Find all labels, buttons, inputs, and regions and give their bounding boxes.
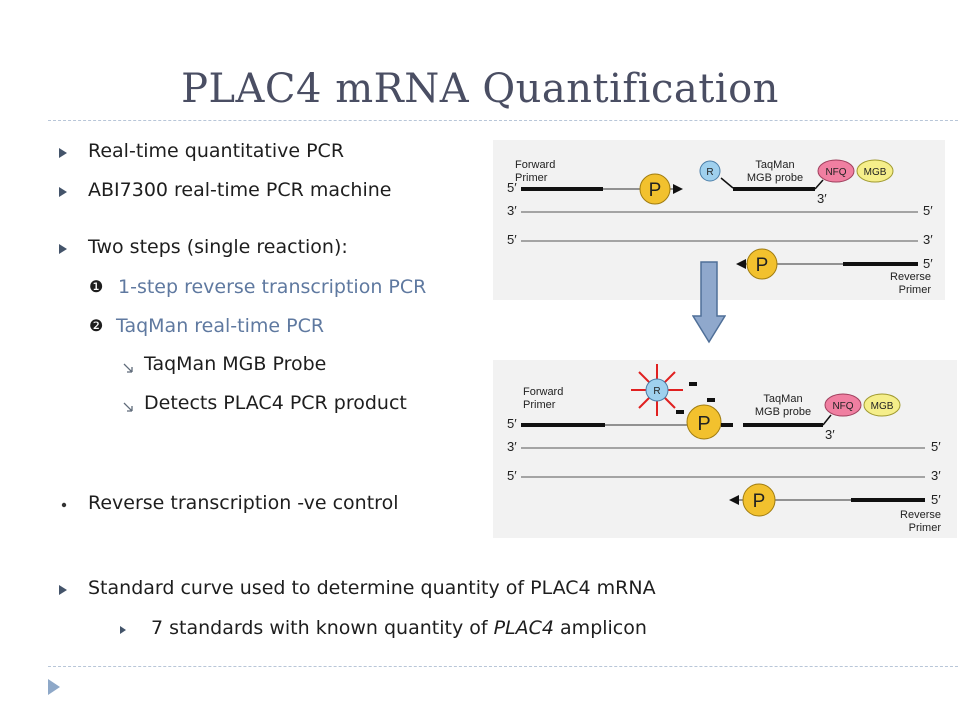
released-reporter-r-circle <box>645 378 669 402</box>
nfq-label: NFQ <box>832 401 853 412</box>
gene-name-italic: PLAC4 <box>493 617 554 639</box>
probe-label-line2: MGB probe <box>747 172 803 184</box>
reverse-primer-label-line2: Primer <box>909 522 942 534</box>
hollow-arrow-bullet-icon <box>123 363 133 373</box>
bullet-two-steps: Two steps (single reaction): <box>88 236 348 258</box>
mgb-label: MGB <box>864 167 887 178</box>
number-two-icon: ❷ <box>89 316 104 335</box>
probe-label-line1: TaqMan <box>763 393 802 405</box>
nfq-label: NFQ <box>825 167 846 178</box>
bullet-abi7300: ABI7300 real-time PCR machine <box>88 179 392 201</box>
polymerase-p-circle <box>639 173 671 205</box>
step-two-taqman: TaqMan real-time PCR <box>116 315 325 337</box>
number-one-icon: ❶ <box>89 277 104 296</box>
released-reporter-r-label: R <box>653 386 660 397</box>
nfq-quencher <box>824 393 862 417</box>
template-five-prime-left: 5′ <box>507 468 517 483</box>
sub-bullet-mgb-probe: TaqMan MGB Probe <box>144 353 327 375</box>
polymerase-p-label: P <box>697 413 710 435</box>
five-prime-label: 5′ <box>507 416 517 431</box>
sub-bullet-7-standards: 7 standards with known quantity of PLAC4… <box>151 617 647 639</box>
footer-divider <box>48 666 960 667</box>
extension-arrowhead <box>673 184 683 194</box>
step-one-rt-pcr: 1-step reverse transcription PCR <box>118 276 427 298</box>
probe-linker <box>720 177 734 189</box>
reporter-r-circle <box>699 160 721 182</box>
reverse-extension-arrowhead <box>729 495 739 505</box>
triangle-bullet-icon <box>59 187 67 197</box>
reverse-primer-label-line1: Reverse <box>890 271 931 283</box>
quencher-linker <box>814 179 824 190</box>
diagram-background <box>493 360 957 538</box>
corner-triangle-icon <box>48 679 60 695</box>
template-three-prime-left: 3′ <box>507 439 517 454</box>
nfq-quencher <box>817 159 855 183</box>
polymerase-p-label: P <box>649 180 662 201</box>
template-five-prime-right: 5′ <box>923 203 933 218</box>
triangle-bullet-icon <box>59 244 67 254</box>
template-three-prime-right: 3′ <box>923 232 933 247</box>
reverse-polymerase-p-label: P <box>756 255 769 276</box>
reverse-polymerase-p-label: P <box>753 491 766 512</box>
five-prime-label: 5′ <box>507 180 517 195</box>
dot-bullet-icon <box>61 502 67 508</box>
polymerase-p-circle <box>686 404 722 440</box>
reverse-five-prime-label: 5′ <box>923 256 933 271</box>
reverse-extension-arrowhead <box>736 259 746 269</box>
template-three-prime-left: 3′ <box>507 203 517 218</box>
mgb-minor-groove-binder <box>856 159 894 183</box>
template-three-prime-right: 3′ <box>931 468 941 483</box>
pcr-diagram-after-cleavage: Forward Primer TaqMan MGB probe R 5′ P N… <box>493 360 957 538</box>
mgb-label: MGB <box>871 401 894 412</box>
probe-label-line1: TaqMan <box>755 159 794 171</box>
bullet-rt-negative-control: Reverse transcription -ve control <box>88 492 399 514</box>
forward-primer-label-line2: Primer <box>515 172 548 184</box>
triangle-bullet-icon <box>59 585 67 595</box>
reverse-primer-label-line2: Primer <box>899 284 932 296</box>
quencher-linker <box>822 414 832 426</box>
standards-text-start: 7 standards with known quantity of <box>151 617 494 639</box>
bullet-standard-curve: Standard curve used to determine quantit… <box>88 577 656 599</box>
template-five-prime-right: 5′ <box>931 439 941 454</box>
small-triangle-bullet-icon <box>120 626 126 634</box>
mgb-minor-groove-binder <box>863 393 901 417</box>
reverse-polymerase-p-circle <box>742 483 776 517</box>
title-divider <box>48 120 960 121</box>
pcr-diagram-before-cleavage: Forward Primer TaqMan MGB probe 5′ P R N… <box>493 140 945 300</box>
forward-primer-label-line1: Forward <box>515 159 555 171</box>
bullet-realtime-qpcr: Real-time quantitative PCR <box>88 140 345 162</box>
standards-text-end: amplicon <box>554 617 647 639</box>
sub-bullet-detects-product: Detects PLAC4 PCR product <box>144 392 407 414</box>
down-arrow-icon <box>692 261 726 344</box>
probe-label-line2: MGB probe <box>755 406 811 418</box>
forward-primer-label-line2: Primer <box>523 399 556 411</box>
template-five-prime-left: 5′ <box>507 232 517 247</box>
reverse-polymerase-p-circle <box>746 248 778 280</box>
slide-title: PLAC4 mRNA Quantification <box>181 66 779 112</box>
triangle-bullet-icon <box>59 148 67 158</box>
reverse-five-prime-label: 5′ <box>931 492 941 507</box>
reverse-primer-label-line1: Reverse <box>900 509 941 521</box>
probe-three-prime-label: 3′ <box>825 427 835 442</box>
reporter-r-label: R <box>706 167 713 178</box>
forward-primer-label-line1: Forward <box>523 386 563 398</box>
hollow-arrow-bullet-icon <box>123 402 133 412</box>
probe-three-prime-label: 3′ <box>817 191 827 206</box>
